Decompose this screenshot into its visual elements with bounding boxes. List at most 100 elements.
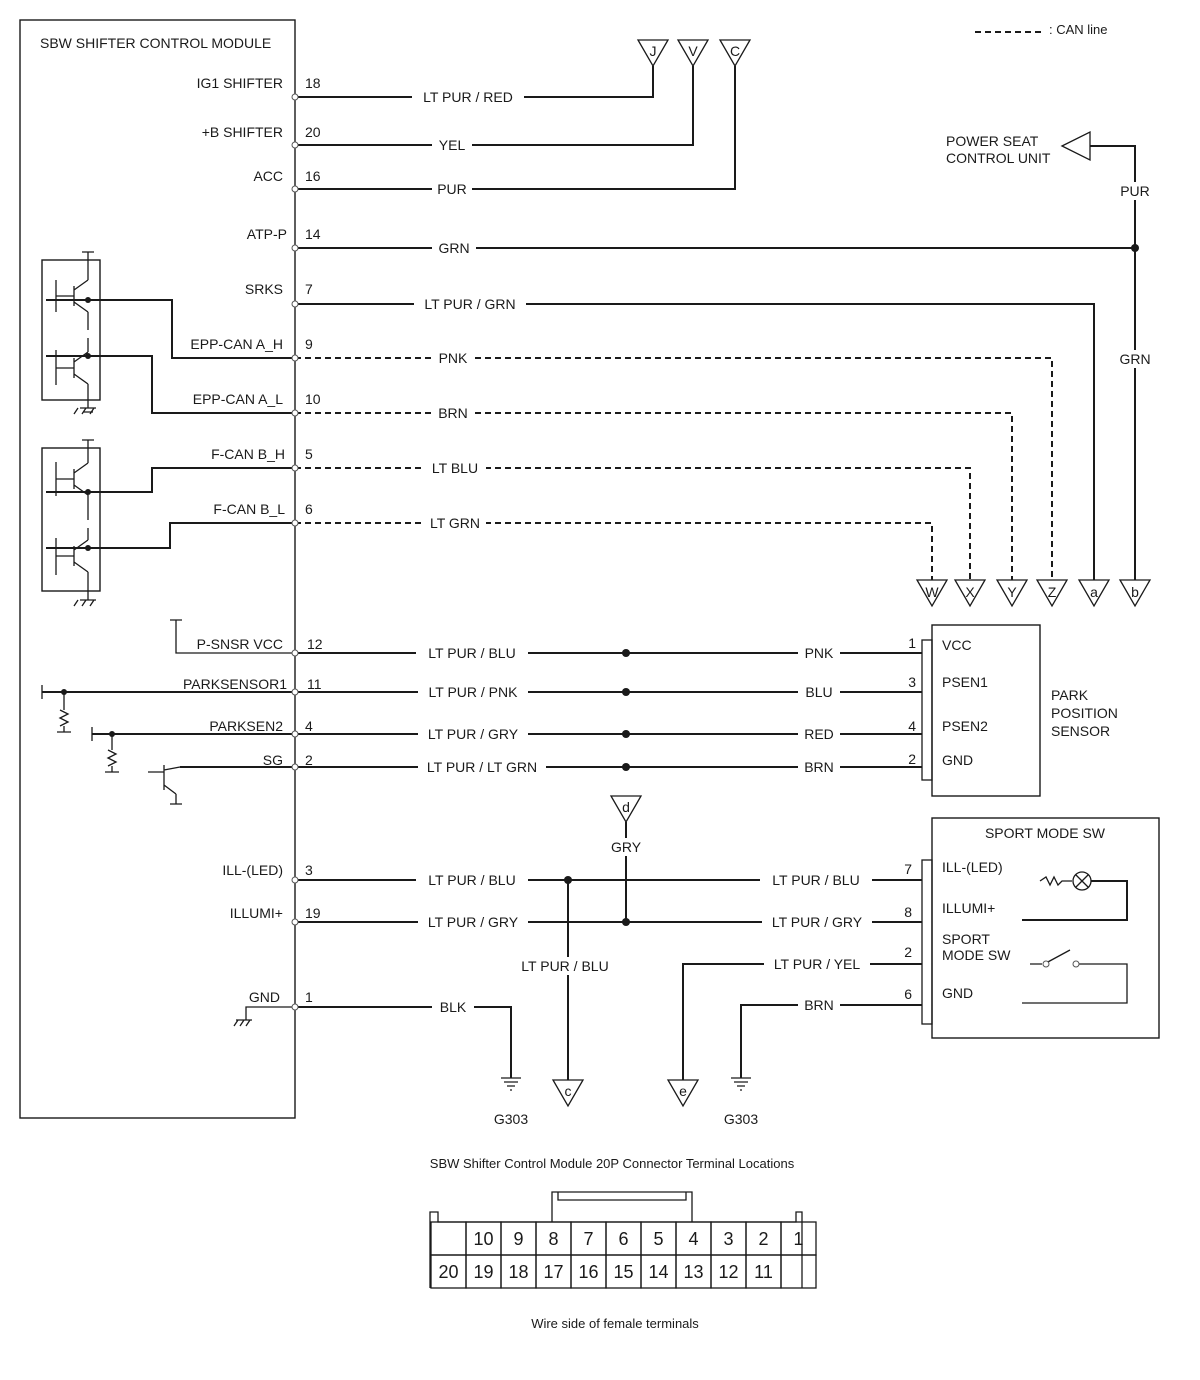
terminal-number: 10	[473, 1229, 493, 1249]
park-sensor-title-2: POSITION	[1051, 705, 1118, 721]
wire-f-can-b-h: LT BLU	[46, 459, 971, 580]
connector-x: X	[953, 579, 987, 608]
svg-text:2: 2	[908, 751, 916, 767]
wire-label-yel: YEL	[439, 137, 466, 153]
wire-label-brn-sensor: BRN	[804, 759, 834, 775]
transceiver-f-can	[41, 439, 101, 607]
wire-label-pnk-sensor: PNK	[805, 645, 834, 661]
wire-label-blk: BLK	[440, 999, 467, 1015]
pin-name-f-can-b-h: F-CAN B_H	[211, 446, 285, 462]
pin-num-7: 7	[305, 281, 313, 297]
connector-y: Y	[995, 579, 1029, 608]
pin-name-parksen2: PARKSEN2	[209, 718, 283, 734]
pin-num-4: 4	[305, 718, 313, 734]
wire-label-lt-pur-grn: LT PUR / GRN	[424, 296, 515, 312]
pin-num-6: 6	[305, 501, 313, 517]
wire-b-shifter: YEL	[295, 66, 694, 154]
sport-sw-pin-sport: SPORT	[942, 931, 990, 947]
pin-num-2: 2	[305, 752, 313, 768]
pin-num-9: 9	[305, 336, 313, 352]
pin-num-11: 11	[307, 676, 322, 692]
sport-sw-pin-mode-sw: MODE SW	[942, 947, 1011, 963]
pin-name-gnd: GND	[249, 989, 280, 1005]
pin-num-18: 18	[305, 75, 321, 91]
connector-a: a	[1077, 579, 1111, 608]
pin-num-12: 12	[307, 636, 323, 652]
terminal-number: 15	[613, 1262, 633, 1282]
terminal-number: 14	[648, 1262, 668, 1282]
wire-label-grn: GRN	[438, 240, 469, 256]
wire-parksensor1: LT PUR / PNK BLU	[41, 683, 922, 733]
park-position-sensor: PARK POSITION SENSOR VCC PSEN1 PSEN2 GND…	[908, 624, 1118, 797]
terminal-number: 16	[578, 1262, 598, 1282]
connector-w: W	[915, 579, 949, 608]
park-sensor-pin-vcc: VCC	[942, 637, 972, 653]
pin-num-3: 3	[305, 862, 313, 878]
wire-f-can-b-l: LT GRN	[46, 514, 933, 580]
svg-text:2: 2	[904, 944, 912, 960]
ground-label-g303-left: G303	[494, 1111, 528, 1127]
connector-z: Z	[1035, 579, 1069, 608]
wire-label-lt-grn: LT GRN	[430, 515, 480, 531]
park-sensor-title-1: PARK	[1051, 687, 1089, 703]
power-seat-control-unit: POWER SEAT CONTROL UNIT PUR GRN	[946, 130, 1154, 580]
wire-label-brn-sw: BRN	[804, 997, 834, 1013]
vcc-symbol	[82, 439, 94, 450]
terminal-number: 5	[653, 1229, 663, 1249]
pin-name-parksensor1: PARKSENSOR1	[183, 676, 287, 692]
wire-label-blu-sensor: BLU	[805, 684, 832, 700]
terminal-number: 17	[543, 1262, 563, 1282]
module-pin-names: IG1 SHIFTER +B SHIFTER ACC ATP-P SRKS EP…	[183, 75, 287, 1005]
terminal-number: 19	[473, 1262, 493, 1282]
wire-label-lt-pur-gry-19: LT PUR / GRY	[428, 914, 519, 930]
sport-sw-pin-ill-led: ILL-(LED)	[942, 859, 1003, 875]
wire-label-lt-blu: LT BLU	[432, 460, 478, 476]
sport-mode-switch: SPORT MODE SW ILL-(LED) ILLUMI+ SPORT MO…	[904, 817, 1160, 1039]
connector-e	[666, 1079, 700, 1108]
svg-text:1: 1	[908, 635, 916, 651]
pin-name-sg: SG	[263, 752, 283, 768]
power-seat-line2: CONTROL UNIT	[946, 150, 1051, 166]
pin-num-19: 19	[305, 905, 321, 921]
terminal-cell	[780, 1254, 817, 1289]
terminal-number: 18	[508, 1262, 528, 1282]
connector-d: d GRY	[606, 795, 646, 922]
connector-c-top: C	[718, 39, 752, 68]
pin-name-illumi: ILLUMI+	[230, 905, 283, 921]
sport-sw-pin-illumi: ILLUMI+	[942, 900, 995, 916]
wire-sg: LT PUR / LT GRN BRN	[148, 758, 922, 805]
wire-sport-gnd-brn: BRN G303	[724, 996, 922, 1127]
park-sensor-pin-psen1: PSEN1	[942, 674, 988, 690]
pin-name-acc: ACC	[253, 168, 283, 184]
terminal-number: 7	[583, 1229, 593, 1249]
module-pin-terminals	[291, 93, 299, 1011]
wire-illumi: LT PUR / GRY LT PUR / GRY	[295, 913, 922, 931]
terminal-number: 20	[438, 1262, 458, 1282]
terminal-cell	[430, 1221, 467, 1256]
wire-ig1-shifter: LT PUR / RED	[295, 66, 654, 106]
terminal-number: 4	[688, 1229, 698, 1249]
wire-label-lt-pur-blu-sw: LT PUR / BLU	[772, 872, 859, 888]
pin-name-p-snsr-vcc: P-SNSR VCC	[197, 636, 283, 652]
resistor-icon	[1039, 875, 1072, 887]
pin-name-f-can-b-l: F-CAN B_L	[213, 501, 285, 517]
terminal-number: 1	[793, 1229, 803, 1249]
svg-text:4: 4	[908, 718, 916, 734]
svg-text:b: b	[1131, 584, 1139, 600]
wire-label-lt-pur-gry-4: LT PUR / GRY	[428, 726, 519, 742]
svg-text:a: a	[1090, 584, 1098, 600]
ground-icon	[731, 1077, 751, 1091]
transceiver-epp-can	[41, 251, 101, 415]
wire-label-lt-pur-red: LT PUR / RED	[423, 89, 513, 105]
park-sensor-title-3: SENSOR	[1051, 723, 1110, 739]
svg-text:e: e	[679, 1083, 687, 1099]
wire-epp-can-a-l: BRN	[46, 355, 1013, 580]
pin-name-srks: SRKS	[245, 281, 283, 297]
svg-text:V: V	[688, 43, 698, 59]
wire-sport-mode-yel: LT PUR / YEL e	[666, 955, 922, 1108]
power-seat-wire-pur: PUR	[1120, 183, 1150, 199]
wire-epp-can-a-h: PNK	[295, 349, 1053, 580]
svg-text:Z: Z	[1048, 584, 1057, 600]
svg-text:d: d	[622, 799, 630, 815]
svg-text:7: 7	[904, 861, 912, 877]
